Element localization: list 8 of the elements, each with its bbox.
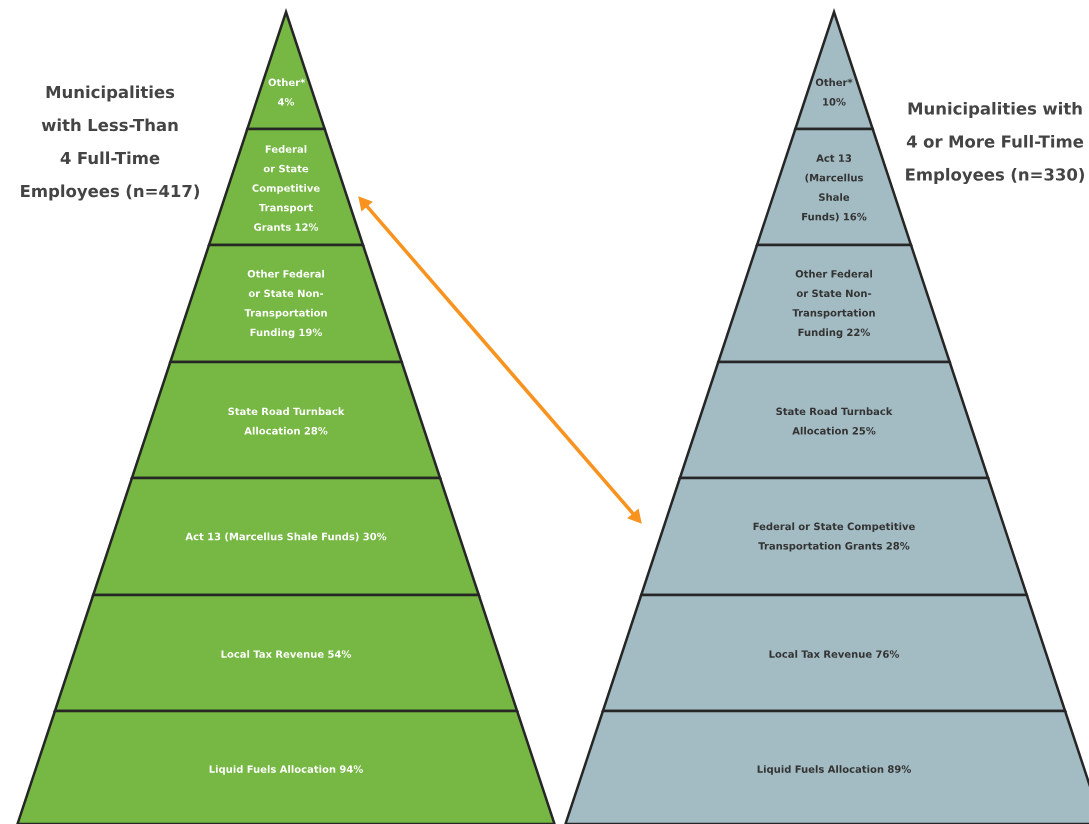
pyramid-tier: State Road Turnback Allocation 28% bbox=[130, 360, 442, 480]
group-title: Municipalities with Less-Than 4 Full-Time Employees (n=417) bbox=[21, 85, 199, 201]
pyramid-tier: Act 13 (Marcellus Shale Funds) 30% bbox=[91, 476, 481, 597]
pyramid-tier: Local Tax Revenue 54% bbox=[53, 593, 519, 713]
pyramid-tier: State Road Turnback Allocation 25% bbox=[678, 360, 990, 480]
pyramid-tier: Federal or State Competitive Transportation Grants 28% bbox=[639, 476, 1029, 597]
pyramid-tier: Local Tax Revenue 76% bbox=[601, 593, 1067, 713]
pyramid-tier: Federal or State Competitive Transport Grants 12% bbox=[207, 127, 365, 247]
